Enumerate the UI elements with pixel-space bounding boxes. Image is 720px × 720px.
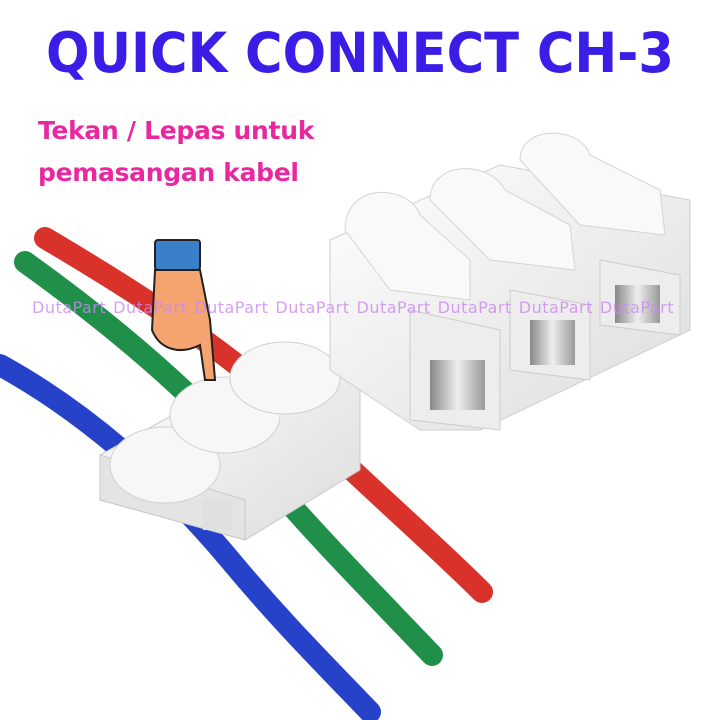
connector-ch3 xyxy=(329,132,691,431)
watermark-text: DutaPart xyxy=(437,298,512,317)
blue-wire xyxy=(0,354,381,720)
watermark-text: DutaPart xyxy=(113,298,188,317)
connector-with-wires xyxy=(99,341,361,541)
watermark-text: DutaPart xyxy=(275,298,350,317)
watermark-text: DutaPart xyxy=(356,298,431,317)
subtitle-line-2: pemasangan kabel xyxy=(38,158,299,187)
watermark: DutaPart DutaPart DutaPart DutaPart DutaPart… xyxy=(32,298,681,317)
page-title: QUICK CONNECT CH-3 xyxy=(45,21,675,85)
subtitle-line-1: Tekan / Lepas untuk xyxy=(38,116,315,145)
watermark-text: DutaPart xyxy=(194,298,269,317)
watermark-text: DutaPart xyxy=(599,298,674,317)
watermark-text: DutaPart xyxy=(32,298,107,317)
watermark-text: DutaPart xyxy=(518,298,593,317)
pointing-hand-icon xyxy=(150,239,217,381)
